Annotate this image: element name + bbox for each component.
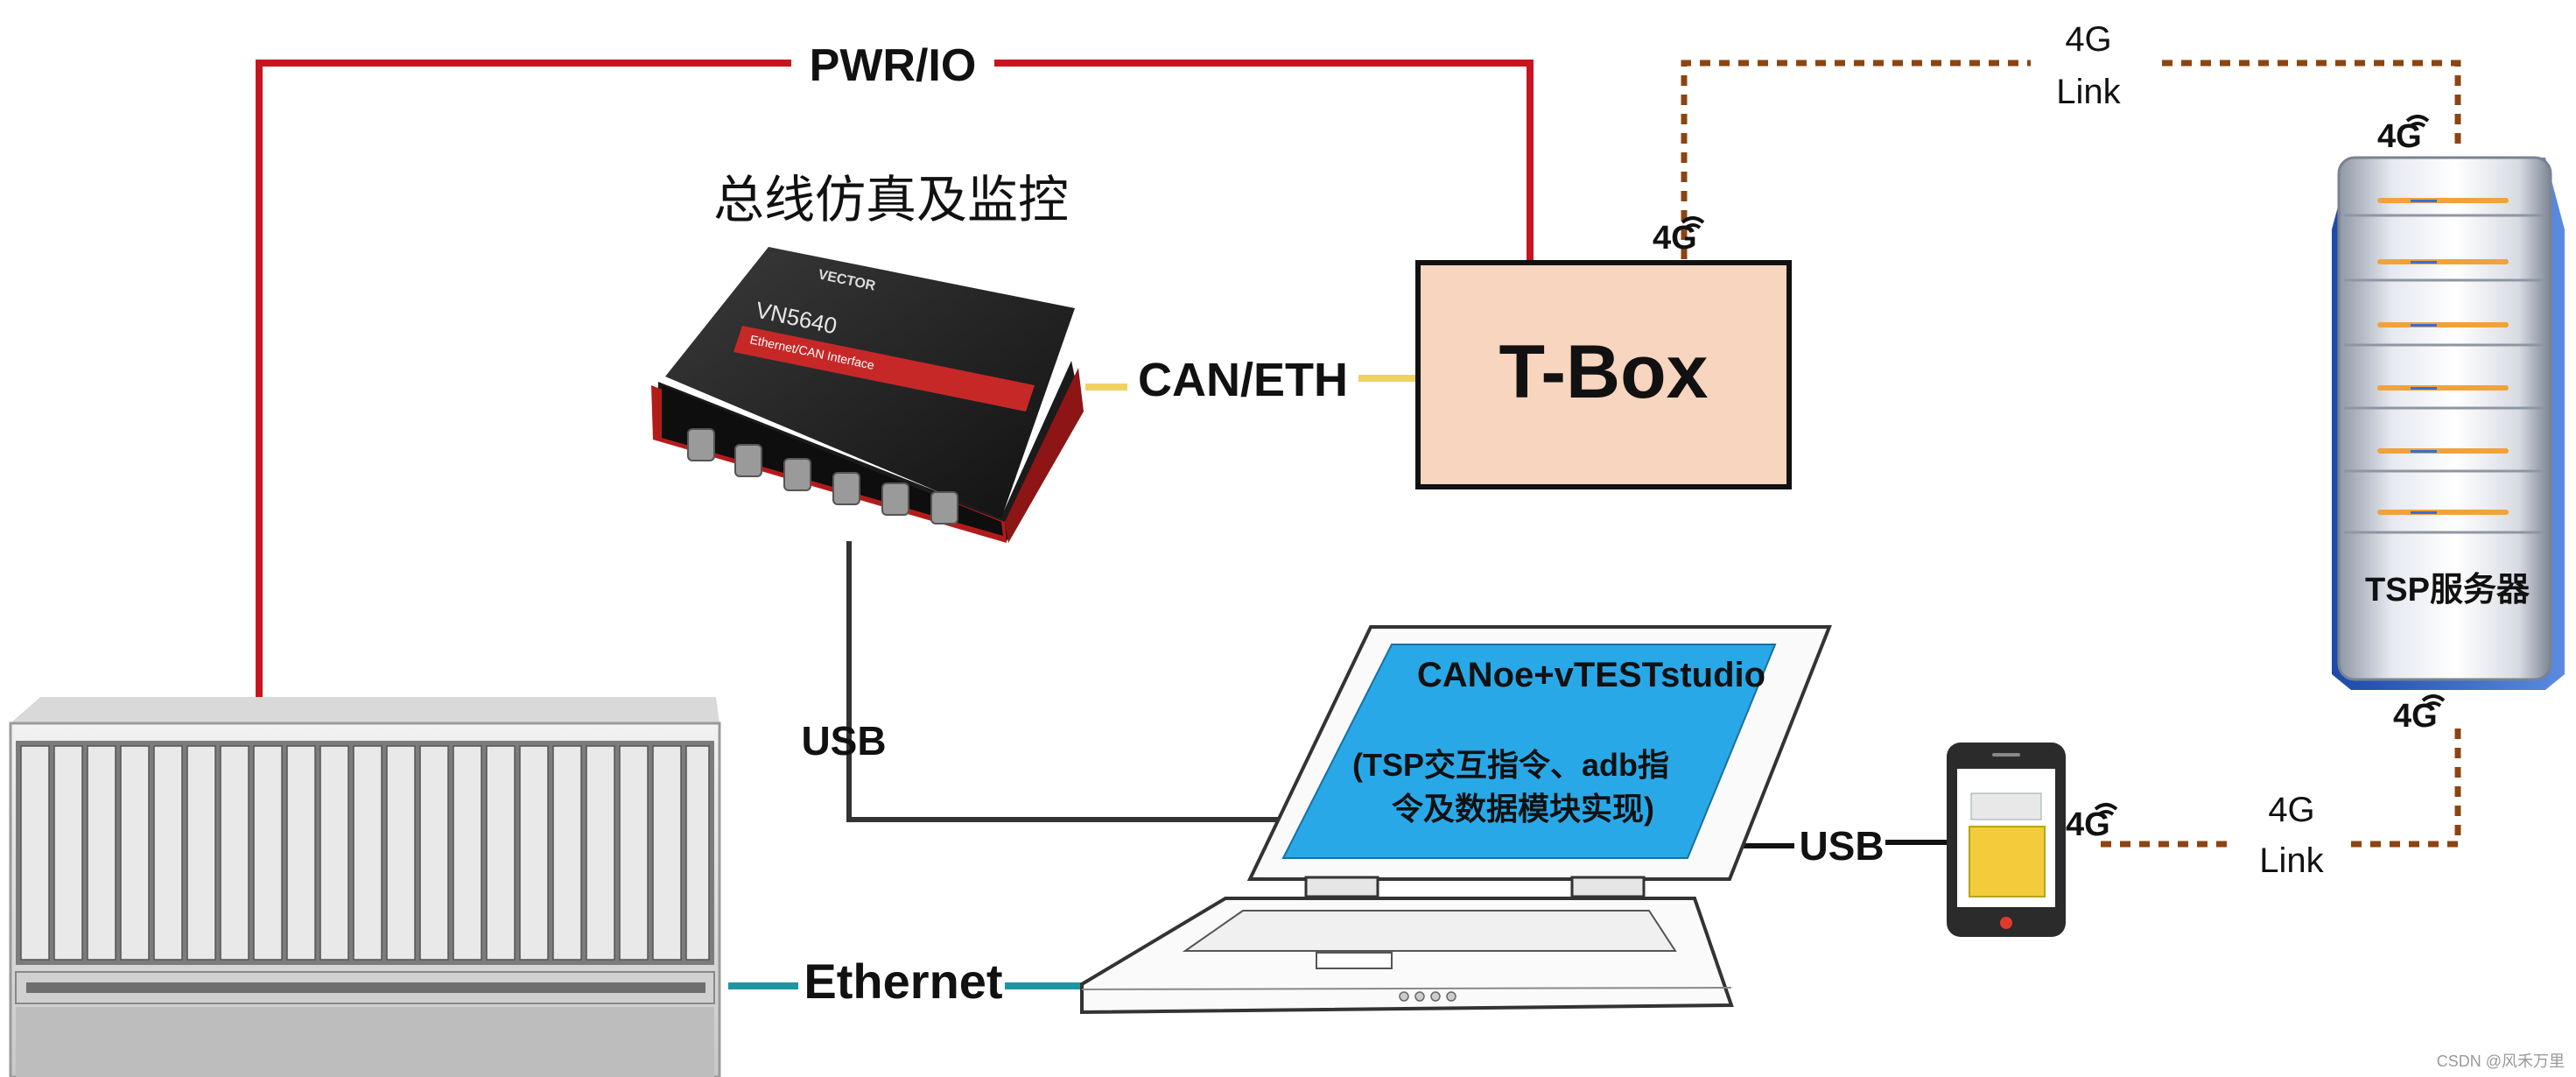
usb-line-left <box>846 541 1278 822</box>
4g-link-top-label-link: Link <box>2056 73 2121 111</box>
4g-link-bottom-line <box>2095 729 2461 848</box>
4g-link-top-label-4g: 4G <box>2065 20 2111 59</box>
vn5640-device-image: VECTOR VN5640 Ethernet/CAN Interface <box>651 247 1084 543</box>
4g-signal-icon-server-bottom: 4G <box>2393 694 2446 735</box>
tbox-label: T-Box <box>1499 330 1709 414</box>
phone-image <box>1947 743 2066 937</box>
vt-system-rack-image <box>9 697 721 1077</box>
4g-signal-icon-tbox: 4G <box>1653 216 1705 257</box>
laptop-image <box>1080 625 1832 1015</box>
4g-signal-icon-server-top: 4G <box>2377 115 2430 155</box>
usb-label-right: USB <box>1799 823 1884 869</box>
watermark: CSDN @风禾万里 <box>2437 1052 2565 1070</box>
can-eth-label: CAN/ETH <box>1138 354 1348 406</box>
tsp-server-image <box>2332 156 2565 690</box>
4g-link-bottom-label-4g: 4G <box>2268 791 2314 829</box>
laptop-desc-line1: (TSP交互指令、adb指 <box>1352 747 1669 783</box>
laptop-desc-line2: 令及数据模块实现) <box>1392 791 1654 827</box>
4g-signal-icon-phone: 4G <box>2066 803 2118 843</box>
4g-link-bottom-label-link: Link <box>2259 841 2324 880</box>
tsp-server-label: TSP服务器 <box>2365 572 2530 609</box>
bus-sim-title: 总线仿真及监控 <box>713 170 1069 229</box>
pwr-io-label: PWR/IO <box>810 40 977 91</box>
usb-label-left: USB <box>801 718 886 764</box>
tbox-box <box>1415 260 1792 489</box>
ethernet-label: Ethernet <box>804 954 1002 1009</box>
laptop-screen <box>1281 644 1777 859</box>
laptop-title: CANoe+vTESTstudio <box>1417 656 1765 694</box>
